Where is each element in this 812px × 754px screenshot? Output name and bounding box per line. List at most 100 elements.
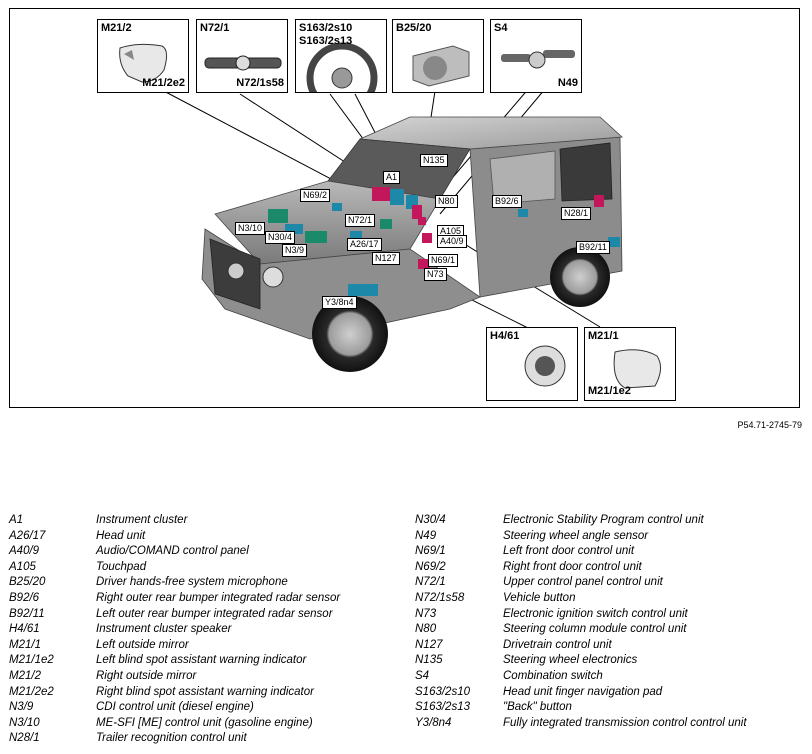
legend-row: S163/2s10 Head unit finger navigation pad (415, 685, 747, 701)
legend-description: Right outer rear bumper integrated radar… (96, 591, 341, 604)
legend-code: H4/61 (9, 623, 40, 636)
callout-b92-11: B92/11 (576, 241, 610, 254)
legend-description: Right blind spot assistant warning indic… (96, 685, 314, 698)
component-highlights (268, 187, 620, 296)
right-mirror-icon (119, 43, 168, 83)
legend-code: M21/2e2 (9, 685, 54, 698)
legend-code: A40/9 (9, 545, 40, 558)
legend-code: S163/2s13 (415, 701, 470, 714)
legend-code: N69/2 (415, 560, 446, 573)
legend-description: Left blind spot assistant warning indica… (96, 654, 307, 667)
inset-label-h4-61: H4/61 (490, 330, 520, 342)
callout-a40-9: A40/9 (437, 235, 467, 248)
inset-microphone: B25/20 (392, 19, 484, 93)
inset-speaker: H4/61 (486, 327, 578, 401)
legend-description: Trailer recognition control unit (96, 732, 247, 745)
inset-label-s163-2s13: S163/2s13 (299, 35, 353, 47)
steering-wheel-icon (306, 42, 378, 92)
legend-description: Left outside mirror (96, 638, 189, 651)
legend-code: N3/10 (9, 716, 40, 729)
inset-label-m21-2: M21/2 (101, 22, 132, 34)
inset-label-m21-1e2: M21/1e2 (588, 385, 631, 397)
inset-label-s4: S4 (494, 22, 508, 34)
callout-n69-1: N69/1 (428, 254, 459, 267)
legend-description: Instrument cluster speaker (96, 623, 232, 636)
legend-row: N49 Steering wheel angle sensor (415, 529, 747, 545)
callout-a26-17: A26/17 (347, 238, 382, 251)
figure-reference: P54.71-2745-79 (737, 420, 802, 430)
legend-row: M21/1e2 Left blind spot assistant warning… (9, 653, 340, 669)
vehicle-emblem (227, 262, 245, 280)
legend-code: N135 (415, 654, 443, 667)
legend-description: Steering wheel angle sensor (503, 529, 649, 542)
legend-row: Y3/8n4 Fully integrated transmission cont… (415, 716, 747, 732)
callout-n28-1: N28/1 (561, 207, 592, 220)
callout-y3-8n4: Y3/8n4 (322, 296, 357, 309)
legend-description: Head unit finger navigation pad (503, 685, 663, 698)
callout-n69-2: N69/2 (300, 189, 331, 202)
callout-b92-6: B92/6 (492, 195, 522, 208)
legend-row: A26/17 Head unit (9, 529, 340, 545)
legend-description: Left outer rear bumper integrated radar … (96, 607, 333, 620)
callout-n72-1: N72/1 (345, 214, 376, 227)
combination-switch-icon (501, 50, 575, 69)
legend-description: Right outside mirror (96, 669, 197, 682)
legend-description: Fully integrated transmission control co… (503, 716, 747, 729)
inset-label-s163-2s10: S163/2s10 (299, 22, 353, 34)
legend-code: B92/11 (9, 607, 45, 620)
legend-code: N69/1 (415, 545, 446, 558)
legend-description: Steering column module control unit (503, 623, 687, 636)
legend-code: A26/17 (9, 529, 46, 542)
inset-label-m21-2e2: M21/2e2 (142, 77, 185, 89)
vehicle-headlight (262, 266, 284, 288)
legend-row: A40/9 Audio/COMAND control panel (9, 544, 340, 560)
microphone-icon (412, 45, 470, 87)
legend-row: N28/1 Trailer recognition control unit (9, 731, 340, 747)
inset-upper-panel: N72/1 N72/1s58 (196, 19, 288, 93)
speaker-icon (524, 345, 566, 387)
legend-code: N72/1 (415, 576, 446, 589)
legend-description: Audio/COMAND control panel (96, 545, 249, 558)
legend-description: Head unit (96, 529, 146, 542)
legend-row: H4/61 Instrument cluster speaker (9, 622, 340, 638)
callout-a1: A1 (383, 171, 401, 184)
legend-code: A1 (9, 514, 24, 526)
legend-code: N72/1s58 (415, 591, 465, 604)
legend-description: Upper control panel control unit (503, 576, 663, 589)
legend-code: N49 (415, 529, 437, 542)
callout-n30-4: N30/4 (265, 231, 296, 244)
legend-row: M21/2e2 Right blind spot assistant warnin… (9, 685, 340, 701)
legend-code: N3/9 (9, 701, 34, 714)
legend-code: S4 (415, 669, 430, 682)
legend-description: CDI control unit (diesel engine) (96, 701, 254, 714)
callout-a105: A105 (437, 225, 465, 238)
legend-code: M21/1e2 (9, 654, 54, 667)
legend-description: Touchpad (96, 560, 147, 573)
upper-panel-icon (204, 55, 282, 71)
vehicle-rear-window (559, 142, 613, 202)
legend-description: ME-SFI [ME] control unit (gasoline engin… (96, 716, 313, 729)
callout-n80: N80 (435, 195, 458, 208)
inset-right-mirror: M21/2 M21/2e2 (97, 19, 189, 93)
left-mirror-icon (613, 349, 661, 389)
callout-n3-10: N3/10 (235, 222, 266, 235)
inset-combination-switch: S4 N49 (490, 19, 582, 93)
legend-description: Vehicle button (503, 591, 576, 604)
inset-label-m21-1: M21/1 (588, 330, 619, 342)
legend-row: N3/10 ME-SFI [ME] control unit (gasoline … (9, 716, 340, 732)
legend-code: N80 (415, 623, 437, 636)
callout-n135: N135 (420, 154, 448, 167)
legend-code: N28/1 (9, 732, 40, 745)
legend-row: N72/1 Upper control panel control unit (415, 575, 747, 591)
legend-code: S163/2s10 (415, 685, 470, 698)
legend-description: Drivetrain control unit (503, 638, 612, 651)
vehicle-front-body (201, 228, 481, 340)
legend-description: Electronic ignition switch control unit (503, 607, 688, 620)
vehicle-rear-wheel (550, 247, 610, 307)
legend-code: Y3/8n4 (415, 716, 452, 729)
